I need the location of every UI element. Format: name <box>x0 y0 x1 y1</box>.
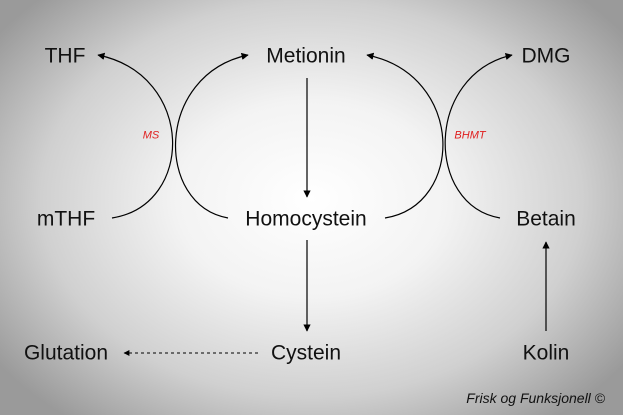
node-cystein: Cystein <box>270 341 342 365</box>
credit-text: Frisk og Funksjonell © <box>466 390 605 406</box>
node-glutation: Glutation <box>23 341 109 365</box>
enzyme-ms-label: MS <box>142 129 160 142</box>
node-betain: Betain <box>516 207 576 231</box>
node-homocystein: Homocystein <box>245 207 367 231</box>
arrow-mthf-to-thf <box>97 52 174 219</box>
arrow-betain-to-dmg <box>444 52 513 219</box>
node-dmg: DMG <box>521 44 571 68</box>
node-mthf: mTHF <box>36 207 96 231</box>
arrow-homocystein-to-metionin <box>175 52 249 219</box>
enzyme-bhmt-label: BHMT <box>454 129 486 142</box>
arrow-homocystein-to-metionin-bhmt <box>366 52 444 219</box>
node-thf: THF <box>44 44 86 68</box>
node-metionin: Metionin <box>266 44 346 68</box>
node-kolin: Kolin <box>522 341 570 365</box>
